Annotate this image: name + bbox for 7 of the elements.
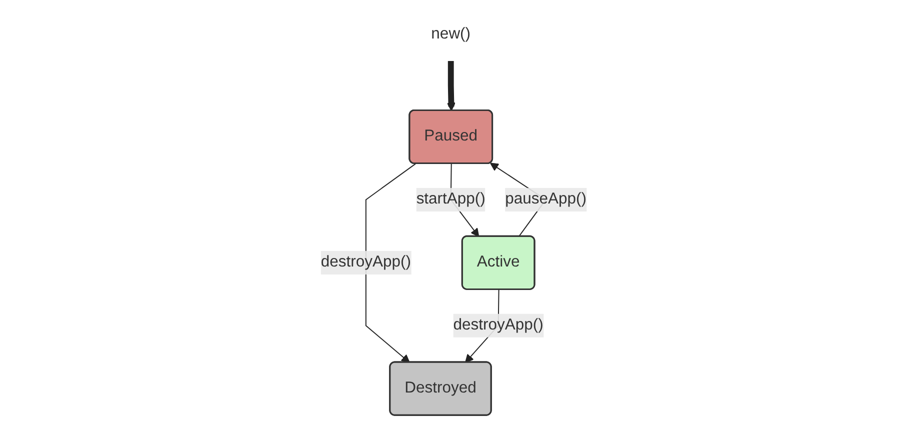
edge-label: destroyApp() [321,254,412,271]
arrow [447,61,456,112]
edge-label: startApp() [416,190,486,208]
arrow [366,163,416,363]
edge-label: pauseApp() [505,190,587,208]
node-text: new() [432,26,471,42]
edge-label: destroyApp() [454,316,544,334]
